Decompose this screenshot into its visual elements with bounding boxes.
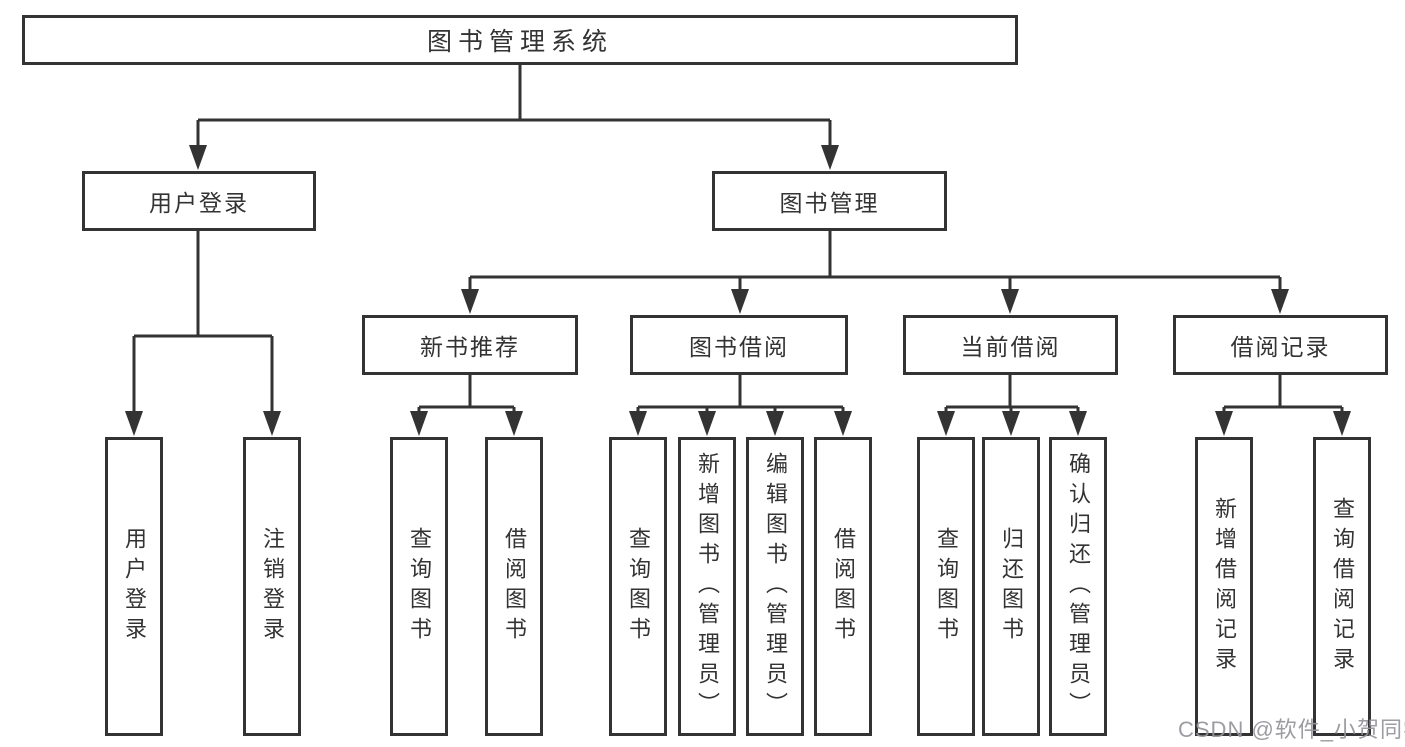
leaf-current-query-books: 查询图书 bbox=[917, 437, 975, 736]
node-label: 用户登录 bbox=[149, 190, 249, 216]
node-label: 图书管理 bbox=[779, 190, 880, 216]
leaf-label: 注销登录 bbox=[260, 526, 285, 647]
leaf-current-confirm-return-admin: 确认归还（管理员） bbox=[1049, 437, 1107, 736]
node-book-management: 图书管理 bbox=[712, 171, 947, 231]
leaf-records-add-record: 新增借阅记录 bbox=[1195, 437, 1253, 736]
arrowhead-icon bbox=[461, 289, 479, 314]
node-user-login-branch: 用户登录 bbox=[82, 171, 316, 231]
leaf-label: 查询借阅记录 bbox=[1330, 496, 1355, 677]
leaf-borrow-add-books-admin: 新增图书（管理员） bbox=[678, 437, 736, 736]
leaf-borrow-query-books: 查询图书 bbox=[609, 437, 667, 736]
leaf-label: 归还图书 bbox=[999, 526, 1024, 647]
leaf-label: 借阅图书 bbox=[502, 526, 527, 647]
leaf-current-return-books: 归还图书 bbox=[982, 437, 1040, 736]
arrowhead-icon bbox=[731, 289, 749, 314]
arrowhead-icon bbox=[1069, 411, 1087, 436]
arrowhead-icon bbox=[1333, 411, 1351, 436]
leaf-label: 编辑图书（管理员） bbox=[763, 451, 788, 722]
leaf-logout: 注销登录 bbox=[243, 437, 301, 736]
leaf-label: 新增图书（管理员） bbox=[695, 451, 720, 722]
leaf-borrow-borrow-books: 借阅图书 bbox=[814, 437, 872, 736]
leaf-label: 借阅图书 bbox=[831, 526, 856, 647]
arrowhead-icon bbox=[834, 411, 852, 436]
leaf-user-login: 用户登录 bbox=[105, 437, 163, 736]
arrowhead-icon bbox=[1002, 411, 1020, 436]
leaf-borrow-edit-books-admin: 编辑图书（管理员） bbox=[746, 437, 804, 736]
arrowhead-icon bbox=[1001, 289, 1019, 314]
node-label: 当前借阅 bbox=[960, 334, 1061, 360]
leaf-label: 查询图书 bbox=[934, 526, 959, 647]
leaf-label: 新增借阅记录 bbox=[1212, 496, 1237, 677]
node-root-label: 图书管理系统 bbox=[426, 28, 613, 56]
node-label: 借阅记录 bbox=[1230, 334, 1331, 360]
arrowhead-icon bbox=[629, 411, 647, 436]
node-label: 新书推荐 bbox=[420, 334, 520, 360]
leaf-label: 确认归还（管理员） bbox=[1066, 451, 1091, 722]
arrowhead-icon bbox=[263, 411, 281, 436]
arrowhead-icon bbox=[410, 411, 428, 436]
leaf-label: 查询图书 bbox=[407, 526, 432, 647]
arrowhead-icon bbox=[505, 411, 523, 436]
node-borrowing-records: 借阅记录 bbox=[1173, 315, 1388, 375]
node-root: 图书管理系统 bbox=[22, 15, 1018, 65]
leaf-label: 查询图书 bbox=[626, 526, 651, 647]
leaf-newbook-query-books: 查询图书 bbox=[390, 437, 448, 736]
arrowhead-icon bbox=[189, 145, 207, 170]
arrowhead-icon bbox=[698, 411, 716, 436]
node-new-book-recommend: 新书推荐 bbox=[362, 315, 578, 375]
node-current-borrowing: 当前借阅 bbox=[903, 315, 1118, 375]
leaf-newbook-borrow-books: 借阅图书 bbox=[485, 437, 543, 736]
arrowhead-icon bbox=[1271, 289, 1289, 314]
node-book-borrowing: 图书借阅 bbox=[630, 315, 848, 375]
arrowhead-icon bbox=[1215, 411, 1233, 436]
node-label: 图书借阅 bbox=[689, 334, 789, 360]
leaf-records-query-record: 查询借阅记录 bbox=[1313, 437, 1371, 736]
arrowhead-icon bbox=[766, 411, 784, 436]
arrowhead-icon bbox=[937, 411, 955, 436]
arrowhead-icon bbox=[125, 411, 143, 436]
arrowhead-icon bbox=[821, 145, 839, 170]
leaf-label: 用户登录 bbox=[122, 526, 147, 647]
watermark: CSDN @软件_小贺同学 bbox=[1178, 717, 1405, 742]
